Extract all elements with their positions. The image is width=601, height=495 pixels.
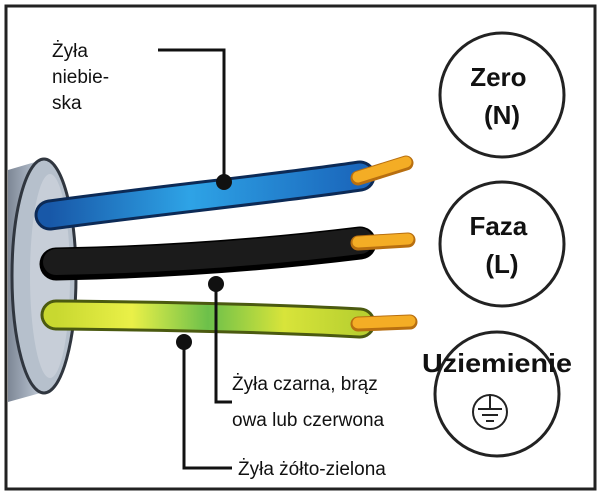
label-blue-line-2: niebie- [52,67,109,88]
svg-text:Zero (N): Zero (N) [470,62,534,130]
ground-circle: Uziemienie [422,330,572,458]
phase-label: Faza [469,211,527,241]
label-blue-wire: Żyła niebie- ska [52,41,114,114]
leader-yellow-green [176,334,232,470]
cable-sheath [8,157,78,402]
black-wire [39,226,416,281]
ground-label: Uziemienie [422,348,572,378]
label-blue-line-3: ska [52,93,82,114]
zero-abbr: (N) [484,100,520,130]
label-blue-line-1: Żyła [52,41,88,62]
label-yellow-green-wire: Żyła żółto-zielona [238,459,386,480]
svg-text:Faza (L): Faza (L) [469,211,534,279]
leader-black [208,276,232,404]
ground-icon [472,394,508,430]
label-black-line-2: owa lub czerwona [232,410,385,431]
zero-circle: Zero (N) [438,31,566,159]
phase-circle: Faza (L) [438,180,566,308]
yellow-green-wire [40,299,418,339]
phase-abbr: (L) [485,249,518,279]
leader-blue [158,48,232,190]
label-black-line-1: Żyła czarna, brąz [232,374,378,395]
zero-label: Zero [470,62,526,92]
blue-wire [34,155,414,231]
label-black-wire: Żyła czarna, brąz owa lub czerwona [232,374,385,431]
